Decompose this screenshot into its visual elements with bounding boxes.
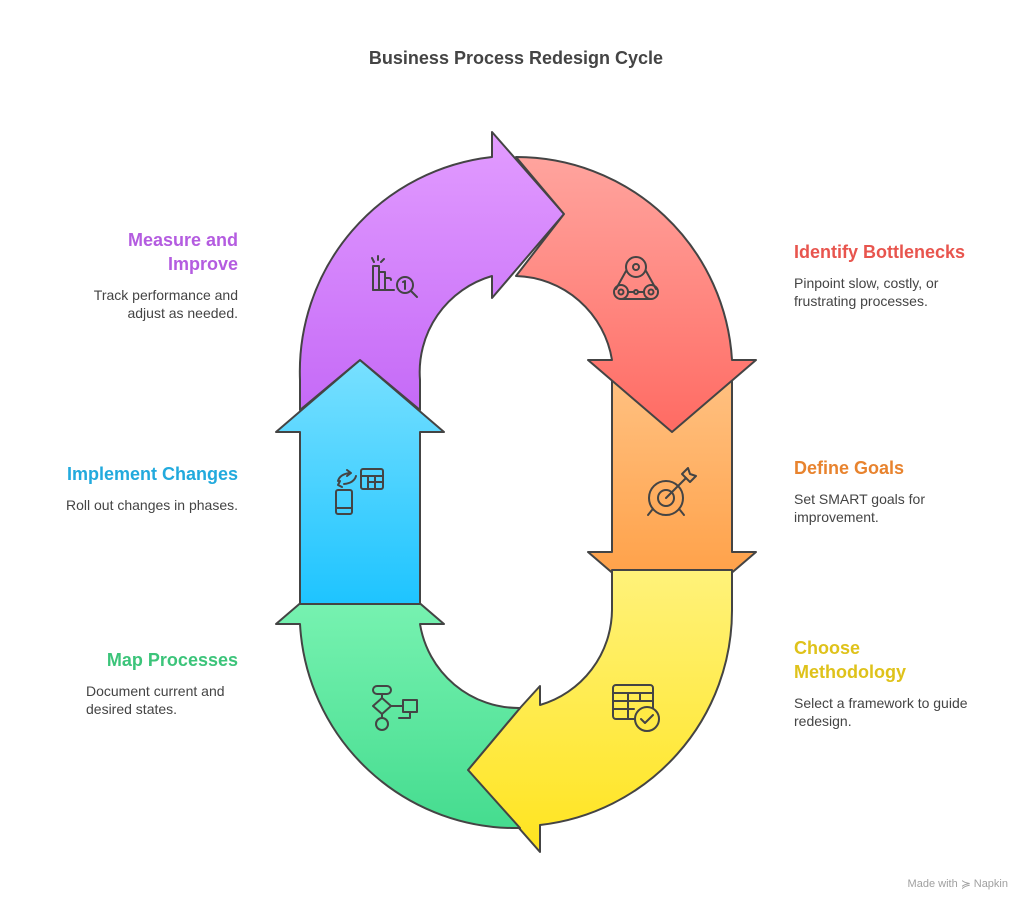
step-title: Define Goals (794, 458, 905, 478)
step-title: Identify Bottlenecks (794, 242, 966, 262)
step-identify-bottlenecks: Identify Bottlenecks Pinpoint slow, cost… (794, 240, 994, 310)
step-description: Track performance and adjust as needed. (93, 287, 238, 321)
step-implement-changes: Implement Changes Roll out changes in ph… (28, 462, 238, 514)
step-title: Implement Changes (66, 464, 238, 484)
diagram-title: Business Process Redesign Cycle (368, 48, 664, 68)
step-title: Map Processes (106, 650, 238, 670)
step-description: Pinpoint slow, costly, or frustrating pr… (794, 275, 939, 309)
made-with-text: Made with (907, 878, 958, 890)
step-description: Select a framework to guide redesign. (794, 695, 968, 729)
arrow-map-processes (275, 551, 521, 830)
device-sync-icon (335, 468, 384, 515)
flowchart-icon (372, 685, 418, 731)
step-define-goals: Define Goals Set SMART goals for improve… (794, 456, 994, 526)
target-arrow-icon (647, 467, 697, 516)
napkin-logo-icon: ≽ (960, 877, 971, 891)
step-description: Set SMART goals for improvement. (794, 491, 925, 525)
brand-name: Napkin (973, 878, 1008, 890)
chart-search-icon (371, 255, 418, 298)
step-description: Roll out changes in phases. (66, 497, 238, 513)
step-title: Choose Methodology (794, 638, 906, 682)
belt-drive-icon (613, 256, 659, 300)
step-title: Measure and Improve (127, 230, 238, 274)
footer-attribution: Made with ≽ Napkin (908, 877, 1008, 891)
arrow-choose-methodology (467, 569, 734, 853)
step-choose-methodology: Choose Methodology Select a framework to… (794, 636, 994, 730)
arrow-measure-improve (298, 131, 565, 411)
step-map-processes: Map Processes Document current and desir… (48, 648, 238, 718)
step-description: Document current and desired states. (86, 683, 225, 717)
step-measure-improve: Measure and Improve Track performance an… (48, 228, 238, 322)
table-check-icon (612, 684, 660, 732)
